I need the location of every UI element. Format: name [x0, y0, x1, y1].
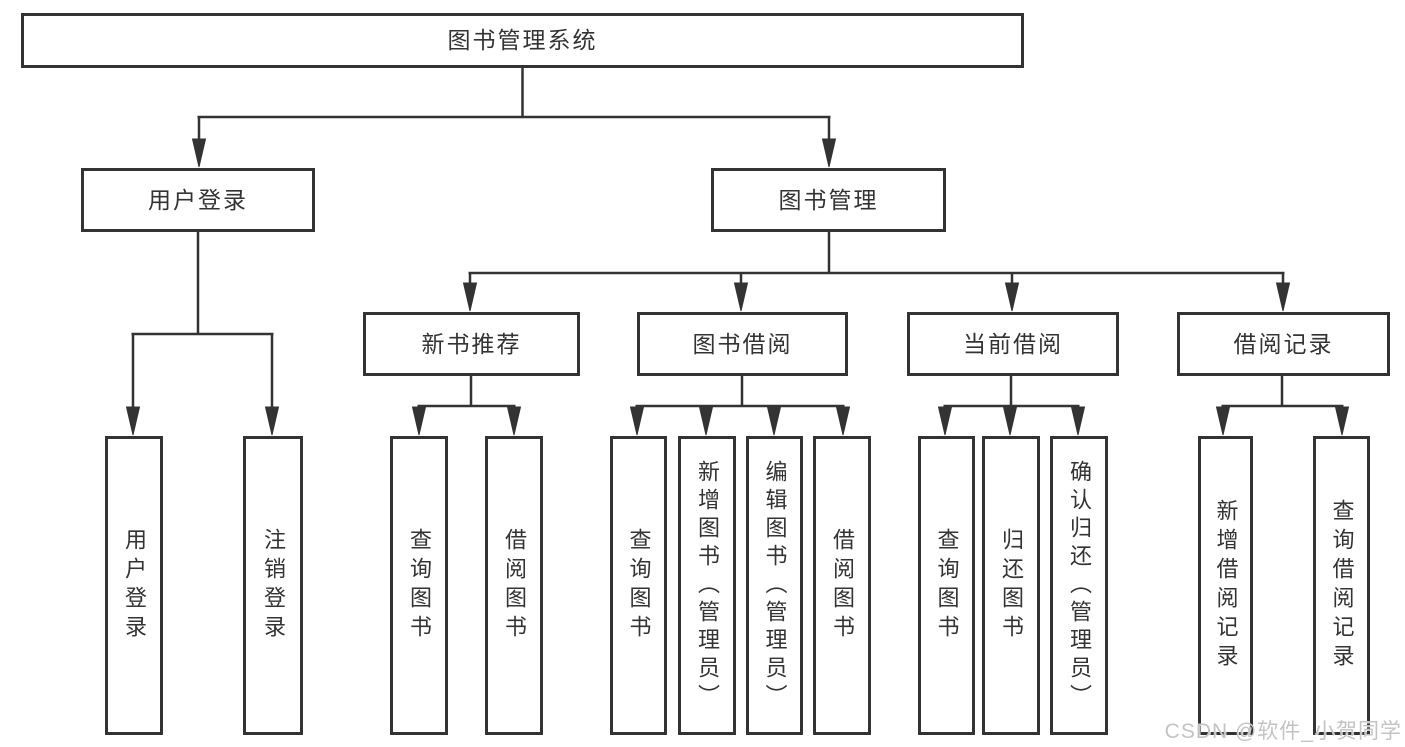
node-book-borrowing: 图书借阅	[637, 312, 848, 376]
node-book-management-label: 图书管理	[778, 186, 879, 213]
node-leaf-return-books: 归还图书	[982, 436, 1040, 735]
node-leaf-user-login-label: 用户登录	[122, 527, 147, 644]
node-book-borrowing-label: 图书借阅	[692, 330, 793, 357]
connector-new-book-recommend-to-leaves	[411, 376, 522, 436]
node-leaf-return-books-label: 归还图书	[999, 527, 1024, 644]
connector-user-login-to-leaves	[125, 232, 280, 436]
node-current-borrowing: 当前借阅	[907, 312, 1119, 376]
node-leaf-query-borrow-record: 查询借阅记录	[1313, 436, 1370, 735]
node-leaf-query-books-2-label: 查询图书	[626, 527, 652, 644]
csdn-watermark: CSDN @软件_小贺同学	[1164, 720, 1402, 743]
connector-root-to-level2	[191, 68, 837, 168]
node-leaf-user-login: 用户登录	[105, 436, 163, 735]
node-leaf-borrow-books-1: 借阅图书	[485, 436, 543, 735]
node-leaf-borrow-books-1-label: 借阅图书	[502, 527, 527, 644]
node-leaf-edit-books-admin: 编辑图书（管理员）	[746, 436, 803, 735]
node-current-borrowing-label: 当前借阅	[963, 330, 1063, 357]
node-borrowing-records: 借阅记录	[1177, 312, 1390, 376]
node-leaf-query-books-2: 查询图书	[610, 436, 667, 735]
node-root-library-system: 图书管理系统	[21, 13, 1024, 68]
node-leaf-logout-label: 注销登录	[261, 527, 286, 644]
node-user-login-branch: 用户登录	[81, 168, 315, 232]
connector-book-borrowing-to-leaves	[629, 376, 851, 436]
node-leaf-logout: 注销登录	[243, 436, 303, 735]
node-leaf-query-books-3: 查询图书	[918, 436, 975, 735]
node-leaf-confirm-return-admin: 确认归还（管理员）	[1050, 436, 1108, 735]
node-book-management: 图书管理	[711, 168, 946, 232]
node-leaf-confirm-return-admin-label: 确认归还（管理员）	[1067, 459, 1092, 712]
node-user-login-branch-label: 用户登录	[148, 186, 248, 213]
node-borrowing-records-label: 借阅记录	[1233, 330, 1334, 357]
connector-borrowing-records-to-leaves	[1215, 376, 1350, 436]
node-leaf-query-books-1-label: 查询图书	[407, 527, 432, 644]
node-leaf-add-borrow-record-label: 新增借阅记录	[1213, 498, 1239, 673]
node-root-label: 图书管理系统	[447, 27, 598, 53]
connector-current-borrowing-to-leaves	[937, 376, 1086, 436]
node-new-book-recommend: 新书推荐	[363, 312, 580, 376]
node-leaf-add-books-admin-label: 新增图书（管理员）	[695, 459, 720, 712]
node-leaf-query-books-3-label: 查询图书	[934, 527, 960, 644]
node-leaf-borrow-books-2: 借阅图书	[813, 436, 871, 735]
node-leaf-add-borrow-record: 新增借阅记录	[1198, 436, 1253, 735]
connector-book-management-to-level3	[462, 232, 1291, 312]
node-new-book-recommend-label: 新书推荐	[421, 330, 522, 357]
node-leaf-edit-books-admin-label: 编辑图书（管理员）	[762, 459, 788, 712]
node-leaf-add-books-admin: 新增图书（管理员）	[678, 436, 736, 735]
node-leaf-query-books-1: 查询图书	[390, 436, 448, 735]
node-leaf-query-borrow-record-label: 查询借阅记录	[1329, 498, 1355, 673]
node-leaf-borrow-books-2-label: 借阅图书	[830, 527, 855, 644]
